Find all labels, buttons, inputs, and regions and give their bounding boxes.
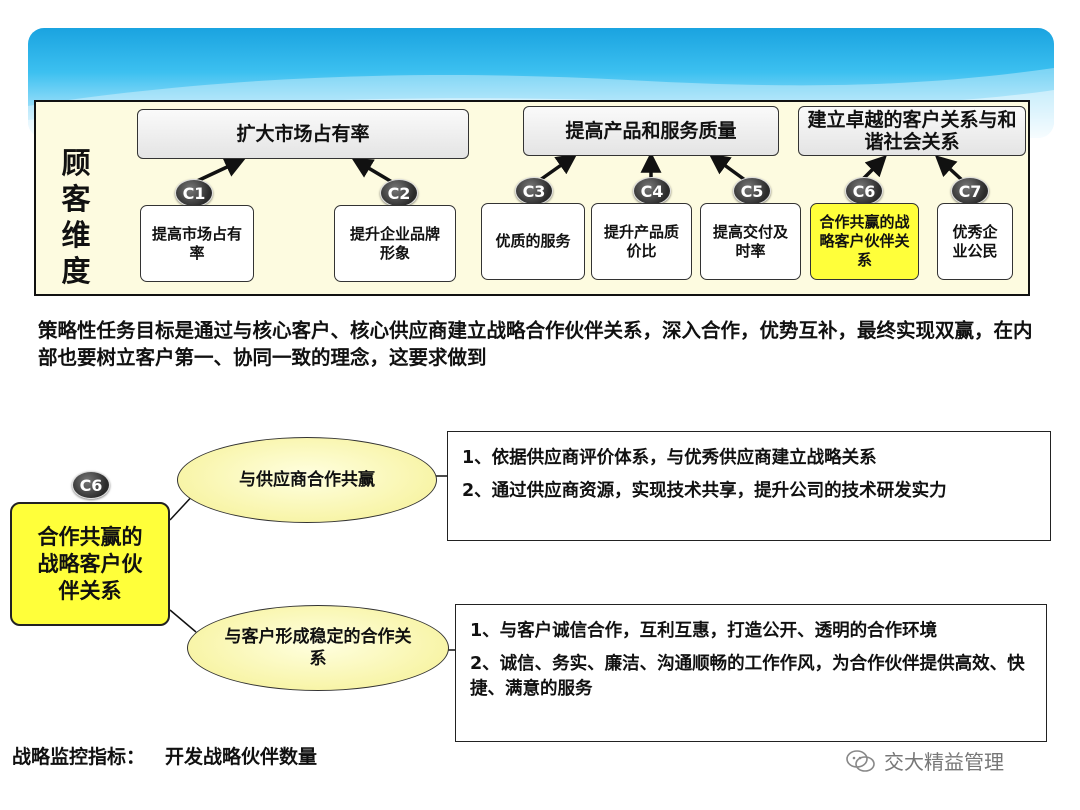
- detail-objective-box: 合作共赢的战略客户伙伴关系: [10, 502, 170, 626]
- supplier-measure-1: 1、依据供应商评价体系，与优秀供应商建立战略关系: [462, 448, 877, 468]
- connector-customer: [169, 609, 197, 633]
- dimension-label: 顾客维度: [61, 146, 91, 288]
- customer-measures-box: 1、与客户诚信合作，互利互惠，打造公开、透明的合作环境 2、诚信、务实、廉洁、沟…: [455, 604, 1047, 742]
- wechat-icon: [846, 749, 875, 772]
- watermark-text: 交大精益管理: [884, 750, 1004, 774]
- monitoring-indicator: 战略监控指标： 开发战略伙伴数量: [12, 742, 317, 769]
- badge-c1: C1: [175, 179, 213, 207]
- supplier-measures-box: 1、依据供应商评价体系，与优秀供应商建立战略关系 2、通过供应商资源，实现技术共…: [447, 431, 1051, 541]
- arrow-c1: [194, 157, 246, 184]
- objective-c5: 提高交付及时率: [700, 203, 801, 280]
- arrow-c2: [351, 157, 393, 184]
- arrow-c5: [708, 153, 747, 182]
- branch-customer: 与客户形成稳定的合作关系: [187, 605, 449, 691]
- group-customer-relations: 建立卓越的客户关系与和谐社会关系: [798, 106, 1026, 156]
- arrow-c7: [934, 155, 964, 182]
- objective-c7: 优秀企业公民: [937, 203, 1013, 280]
- objective-c6: 合作共赢的战略客户伙伴关系: [810, 203, 919, 280]
- badge-c4: C4: [633, 177, 671, 205]
- objective-c4: 提升产品质价比: [591, 203, 692, 280]
- strategy-statement: 策略性任务目标是通过与核心客户、核心供应商建立战略合作伙伴关系，深入合作，优势互…: [38, 319, 1033, 369]
- arrow-c6: [860, 155, 887, 182]
- monitoring-label: 战略监控指标：: [12, 746, 146, 768]
- badge-c6: C6: [845, 177, 883, 205]
- badge-c2: C2: [380, 179, 418, 207]
- badge-c7: C7: [951, 177, 989, 205]
- objective-c1: 提高市场占有率: [140, 205, 254, 282]
- detail-objective-title: 合作共赢的战略客户伙伴关系: [37, 524, 143, 603]
- objective-c2: 提升企业品牌形象: [334, 205, 456, 282]
- monitoring-value: 开发战略伙伴数量: [165, 746, 318, 768]
- watermark: 交大精益管理: [846, 746, 1004, 775]
- customer-measure-1: 1、与客户诚信合作，互利互惠，打造公开、透明的合作环境: [470, 621, 938, 641]
- supplier-measure-2: 2、通过供应商资源，实现技术共享，提升公司的技术研发实力: [462, 481, 947, 501]
- customer-measure-2: 2、诚信、务实、廉洁、沟通顺畅的工作作风，为合作伙伴提供高效、快捷、满意的服务: [470, 654, 1025, 699]
- group-expand-market-share: 扩大市场占有率: [137, 109, 469, 159]
- group-improve-quality: 提高产品和服务质量: [523, 106, 779, 156]
- arrow-c3: [538, 153, 578, 182]
- objective-c3: 优质的服务: [481, 203, 585, 280]
- badge-c5: C5: [733, 177, 771, 205]
- badge-c3: C3: [515, 177, 553, 205]
- branch-supplier: 与供应商合作共赢: [177, 437, 437, 523]
- detail-badge-c6: C6: [72, 471, 110, 499]
